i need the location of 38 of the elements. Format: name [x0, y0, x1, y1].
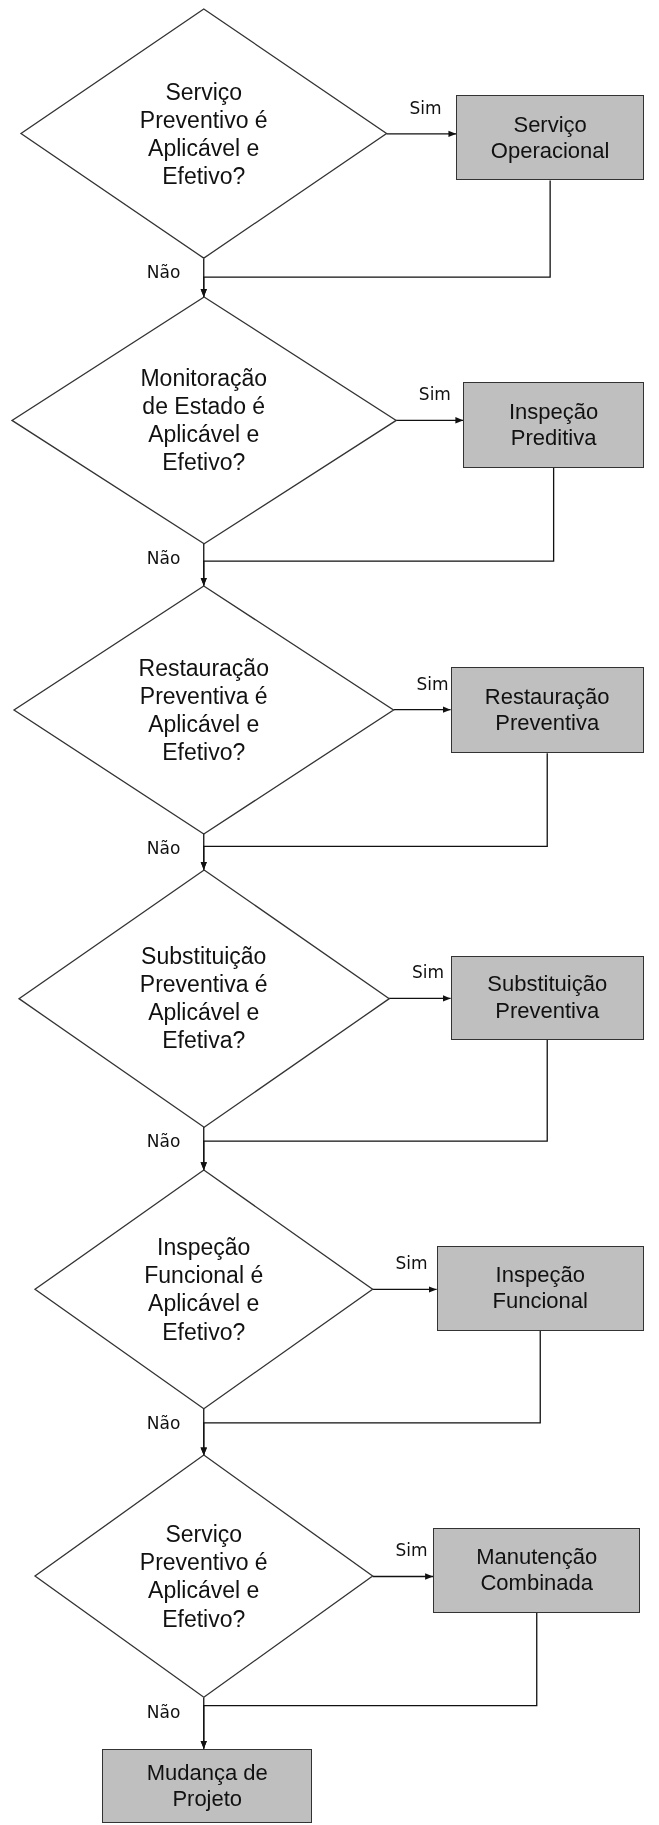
question-text: Monitoração de Estado é Aplicável e Efetivo?	[139, 364, 269, 477]
decision-diamond	[13, 585, 394, 834]
arrow	[200, 1039, 548, 1171]
decision-diamond	[18, 869, 389, 1128]
arrow	[395, 417, 465, 424]
process-box	[433, 1527, 641, 1613]
question-text: Inspeção Funcional é Aplicável e Efetivo?	[143, 1233, 265, 1346]
question-text: Serviço Preventivo é Aplicável e Efetivo?	[138, 1520, 269, 1633]
question-text: Substituição Preventiva é Aplicável e Efetiva?	[138, 942, 269, 1055]
box-label: Inspeção Funcional	[491, 1261, 589, 1315]
decision-diamond	[11, 296, 396, 544]
arrow	[200, 467, 555, 587]
box-label: Inspeção Preditiva	[507, 398, 600, 452]
arrow	[200, 1330, 541, 1457]
arrow	[200, 1611, 538, 1750]
box-label: Serviço Operacional	[489, 111, 611, 165]
question-text: Restauração Preventiva é Aplicável e Efetivo?	[137, 653, 270, 766]
arrow	[371, 1286, 438, 1293]
arrow	[388, 995, 452, 1002]
box-label: Substituição Preventiva	[486, 971, 609, 1025]
arrow	[371, 1573, 434, 1580]
box-label: Mudança de Projeto	[145, 1759, 269, 1813]
box-label: Manutenção Combinada	[475, 1543, 599, 1597]
question-text: Serviço Preventivo é Aplicável e Efetivo?	[138, 77, 269, 190]
decision-diamond	[34, 1455, 373, 1698]
process-box	[450, 955, 644, 1040]
arrow	[200, 179, 551, 298]
process-box	[436, 1245, 644, 1331]
arrow	[200, 752, 548, 871]
decision-diamond	[20, 9, 387, 259]
process-box	[456, 95, 644, 181]
arrow	[392, 706, 452, 713]
box-label: Restauração Preventiva	[483, 683, 611, 737]
process-box	[450, 667, 644, 754]
process-box	[463, 381, 644, 469]
decision-diamond	[34, 1170, 373, 1409]
process-box	[102, 1748, 312, 1824]
arrow	[385, 130, 458, 138]
